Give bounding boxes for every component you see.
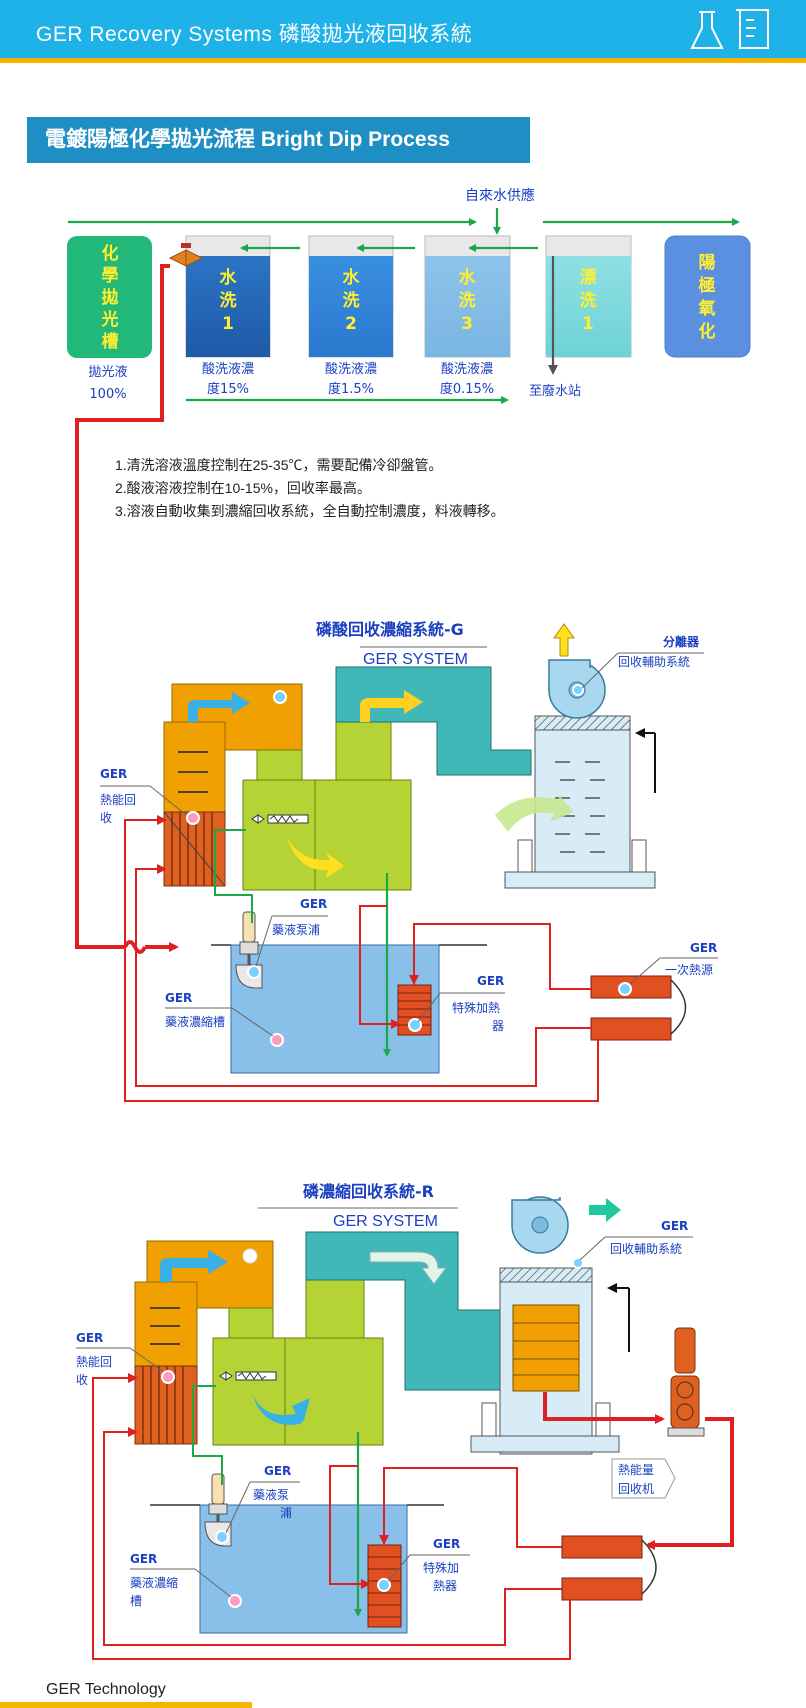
tank-polish-char: 槽	[102, 331, 119, 352]
polish-label: 100%	[89, 387, 126, 402]
tank-rinse1-char: 洗	[580, 290, 597, 311]
wash1-label: 酸洗液濃	[202, 362, 254, 377]
g-heat-ger: GER	[100, 767, 127, 781]
beaker-icon	[736, 9, 769, 49]
wash3-label: 酸洗液濃	[441, 362, 493, 377]
system-r: 磷濃縮回收系統-R GER SYSTEM	[76, 1182, 734, 1660]
r-pump-ger: GER	[264, 1464, 291, 1478]
tank-rinse1-char: 1	[582, 314, 594, 334]
tank-polish	[67, 236, 152, 358]
tank-rinse1-char: 漂	[580, 268, 597, 288]
separator-label: 分離器	[663, 634, 700, 649]
tank-polish-char: 光	[101, 309, 119, 330]
aux-label: 回收輔助系統	[618, 655, 690, 669]
tank-anodize-char: 氧	[698, 298, 716, 319]
waste-label: 至廢水站	[529, 384, 581, 399]
tank-anodize-char: 化	[699, 321, 716, 342]
tank-wash2-char: 洗	[343, 290, 360, 311]
g-heater-label: 器	[492, 1019, 504, 1033]
r-heater-label: 熱器	[433, 1579, 457, 1593]
g-pump-ger: GER	[300, 897, 327, 911]
r-conc-label: 藥液濃縮	[130, 1575, 178, 1590]
r-heat-label: 熱能回	[76, 1355, 112, 1369]
r-conc-label: 槽	[130, 1594, 142, 1608]
process-flow: 自來水供應 化 學 拋 光 槽 水 洗 1 水 洗 2 水 洗 3	[67, 187, 751, 404]
tank-wash3-char: 水	[459, 267, 477, 288]
tank-wash1-char: 水	[220, 267, 238, 288]
g-heater-ger: GER	[477, 974, 504, 988]
tank-wash1	[186, 256, 270, 357]
flask-icon	[690, 11, 724, 49]
r-energy-label: 回收机	[618, 1482, 654, 1496]
r-heater-label: 特殊加	[423, 1560, 459, 1575]
polish-label: 拋光液	[88, 365, 127, 380]
tank-polish-char: 拋	[102, 287, 119, 308]
header-title: GER Recovery Systems 磷酸拋光液回收系統	[36, 23, 473, 46]
r-conc-ger: GER	[130, 1552, 157, 1566]
tank-wash3-char: 3	[461, 314, 473, 334]
tank-wash2-char: 水	[343, 267, 361, 288]
g-conc-label: 藥液濃縮槽	[165, 1014, 225, 1029]
g-primary-ger: GER	[690, 941, 717, 955]
water-supply-label: 自來水供應	[465, 187, 535, 204]
tank-wash2	[309, 256, 393, 357]
tank-wash1-char: 1	[222, 314, 234, 334]
system-g: 磷酸回收濃縮系統-G GER SYSTEM	[100, 620, 718, 1102]
g-heat-label: 收	[100, 811, 112, 825]
r-pump-label: 浦	[280, 1506, 292, 1520]
tank-polish-char: 化	[102, 243, 119, 264]
tank-anodize	[664, 235, 751, 358]
tank-rinse1	[546, 256, 631, 357]
header-accent-line	[0, 58, 806, 63]
return-pipe-main	[75, 264, 170, 949]
r-energy-label: 熱能量	[618, 1463, 654, 1477]
g-primary-label: 一次熱源	[665, 963, 713, 977]
tank-anodize-char: 陽	[699, 253, 716, 273]
tank-polish-char: 學	[102, 266, 119, 286]
process-notes: 1.清洗溶液溫度控制在25-35℃，需要配備冷卻盤管。 2.酸液溶液控制在10-…	[115, 454, 505, 523]
r-pump-label: 藥液泵	[253, 1487, 289, 1502]
header-bar: GER Recovery Systems 磷酸拋光液回收系統	[0, 0, 806, 58]
note-line: 3.溶液自動收集到濃縮回收系統，全自動控制濃度，料液轉移。	[115, 503, 505, 519]
tank-wash2-char: 2	[345, 314, 357, 334]
footer-accent-line	[0, 1702, 252, 1708]
r-aux-ger: GER	[661, 1219, 688, 1233]
r-aux-label: 回收輔助系統	[610, 1242, 682, 1256]
r-heater-ger: GER	[433, 1537, 460, 1551]
section-title: 電鍍陽極化學拋光流程 Bright Dip Process	[27, 117, 530, 163]
r-heat-label: 收	[76, 1373, 88, 1387]
note-line: 1.清洗溶液溫度控制在25-35℃，需要配備冷卻盤管。	[115, 457, 443, 473]
system-g-subtitle: GER SYSTEM	[363, 651, 468, 668]
tank-polish-text: 化 學 拋 光 槽	[101, 243, 119, 352]
r-heat-ger: GER	[76, 1331, 103, 1345]
tank-wash3-char: 洗	[459, 290, 476, 311]
g-heat-label: 熱能回	[100, 793, 136, 807]
g-pump-label: 藥液泵浦	[272, 922, 320, 937]
tank-anodize-char: 極	[699, 275, 716, 296]
tank-wash1-char: 洗	[220, 290, 237, 311]
wash3-label: 度0.15%	[440, 381, 494, 397]
g-heater-label: 特殊加熱	[452, 1000, 500, 1015]
wash2-label: 度1.5%	[328, 381, 374, 397]
g-conc-ger: GER	[165, 991, 192, 1005]
system-r-subtitle: GER SYSTEM	[333, 1213, 438, 1230]
wash1-label: 度15%	[207, 381, 249, 397]
footer-text: GER Technology	[46, 1681, 166, 1698]
valve-icon	[168, 243, 204, 267]
tank-wash3	[425, 256, 510, 357]
note-line: 2.酸液溶液控制在10-15%，回收率最高。	[115, 480, 371, 496]
wash2-label: 酸洗液濃	[325, 362, 377, 377]
system-g-title: 磷酸回收濃縮系統-G	[316, 620, 464, 639]
system-r-title: 磷濃縮回收系統-R	[303, 1182, 434, 1201]
